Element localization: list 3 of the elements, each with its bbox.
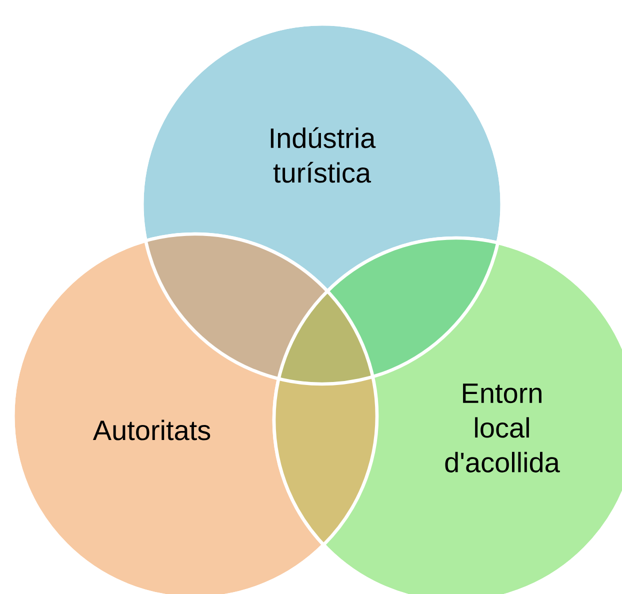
circle-label: Autoritats bbox=[92, 420, 210, 440]
circle-label: Indústria turística bbox=[270, 127, 376, 183]
circle-label: Entorn local d'acollida bbox=[445, 384, 560, 472]
